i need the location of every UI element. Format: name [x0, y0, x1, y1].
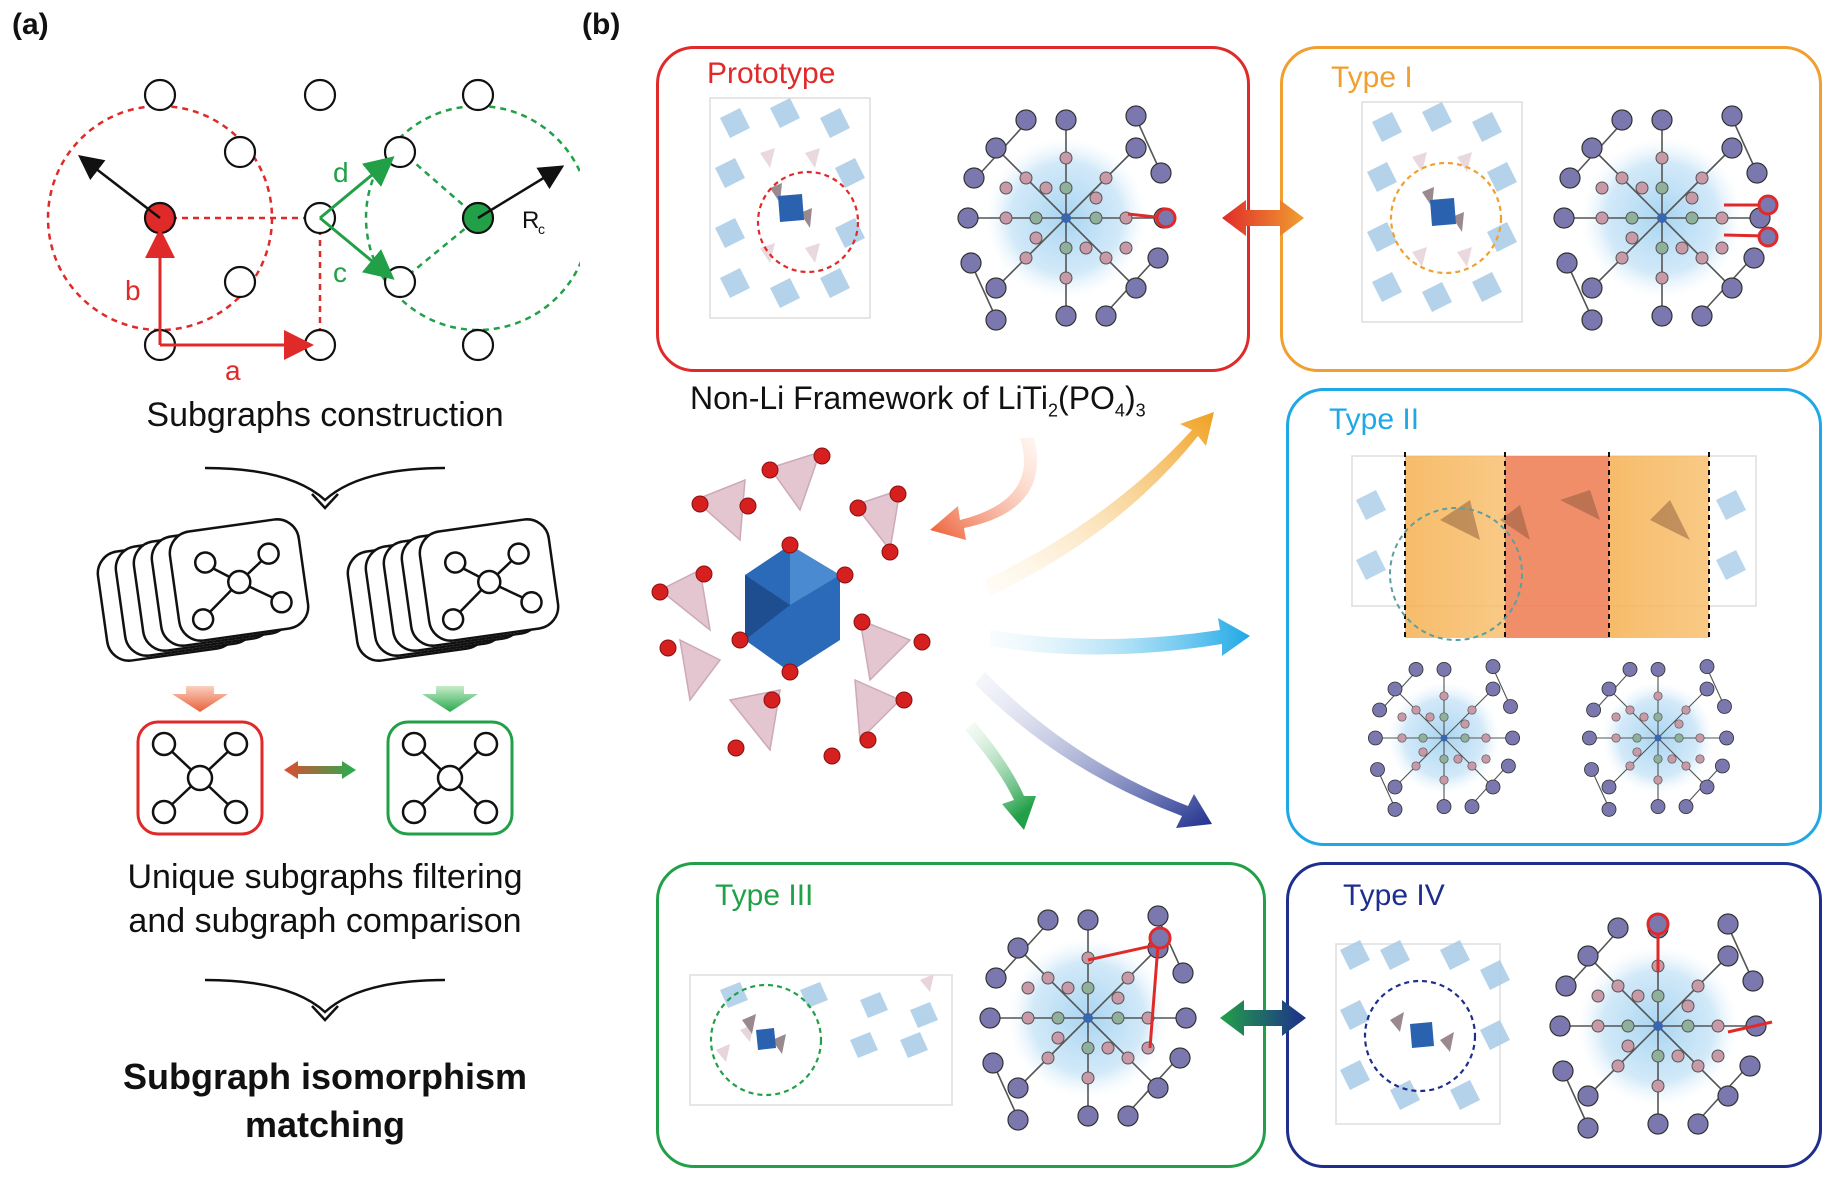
card-stack-right	[346, 518, 560, 662]
type1-box: Type I	[1280, 46, 1822, 372]
compare-arrow	[284, 761, 356, 779]
vector-c-label: c	[333, 257, 347, 288]
vector-b-label: b	[125, 275, 141, 306]
card-graph-right	[441, 542, 543, 631]
central-structure	[651, 447, 931, 765]
step2-caption-line1: Unique subgraphs filtering	[127, 858, 523, 896]
arrow-to-center	[930, 438, 1038, 540]
step3-caption-line2: matching	[244, 1104, 405, 1145]
merge-arrow-2	[204, 978, 446, 1014]
step2-caption-line2: and subgraph comparison	[128, 902, 522, 940]
down-arrow-red	[172, 686, 228, 712]
framework-caption: Non-Li Framework of LiTi2(PO4)3	[690, 380, 1146, 421]
arrow-to-type4	[975, 672, 1212, 828]
panel-b-label: (b)	[582, 8, 621, 41]
arrow-to-type1	[985, 412, 1214, 596]
down-arrow-green	[422, 686, 478, 712]
step1-caption: Subgraphs construction	[146, 396, 504, 434]
card-stack-left	[96, 518, 310, 662]
type1-title: Type I	[1331, 61, 1413, 94]
card-graph-left	[191, 542, 293, 631]
vector-d-label: d	[333, 157, 349, 188]
merge-arrow-1	[204, 466, 446, 502]
arrow-to-type2	[990, 618, 1250, 656]
type4-box: Type IV	[1286, 862, 1822, 1168]
rc-subscript: c	[538, 221, 545, 237]
rc-label: R	[522, 207, 539, 234]
type3-title: Type III	[715, 879, 814, 912]
panel-a-label: (a)	[12, 8, 49, 41]
type2-box: Type II	[1286, 388, 1822, 846]
type3-box: Type III	[656, 862, 1266, 1168]
type2-title: Type II	[1329, 403, 1420, 436]
prototype-title: Prototype	[707, 57, 836, 90]
type4-title: Type IV	[1343, 879, 1445, 912]
panel-a-diagram: a b c d R c	[46, 78, 580, 1022]
step3-caption-line1: Subgraph isomorphism	[122, 1056, 528, 1097]
prototype-box: Prototype	[656, 46, 1250, 372]
arrow-to-type3	[965, 722, 1036, 830]
vector-a-label: a	[225, 355, 241, 386]
